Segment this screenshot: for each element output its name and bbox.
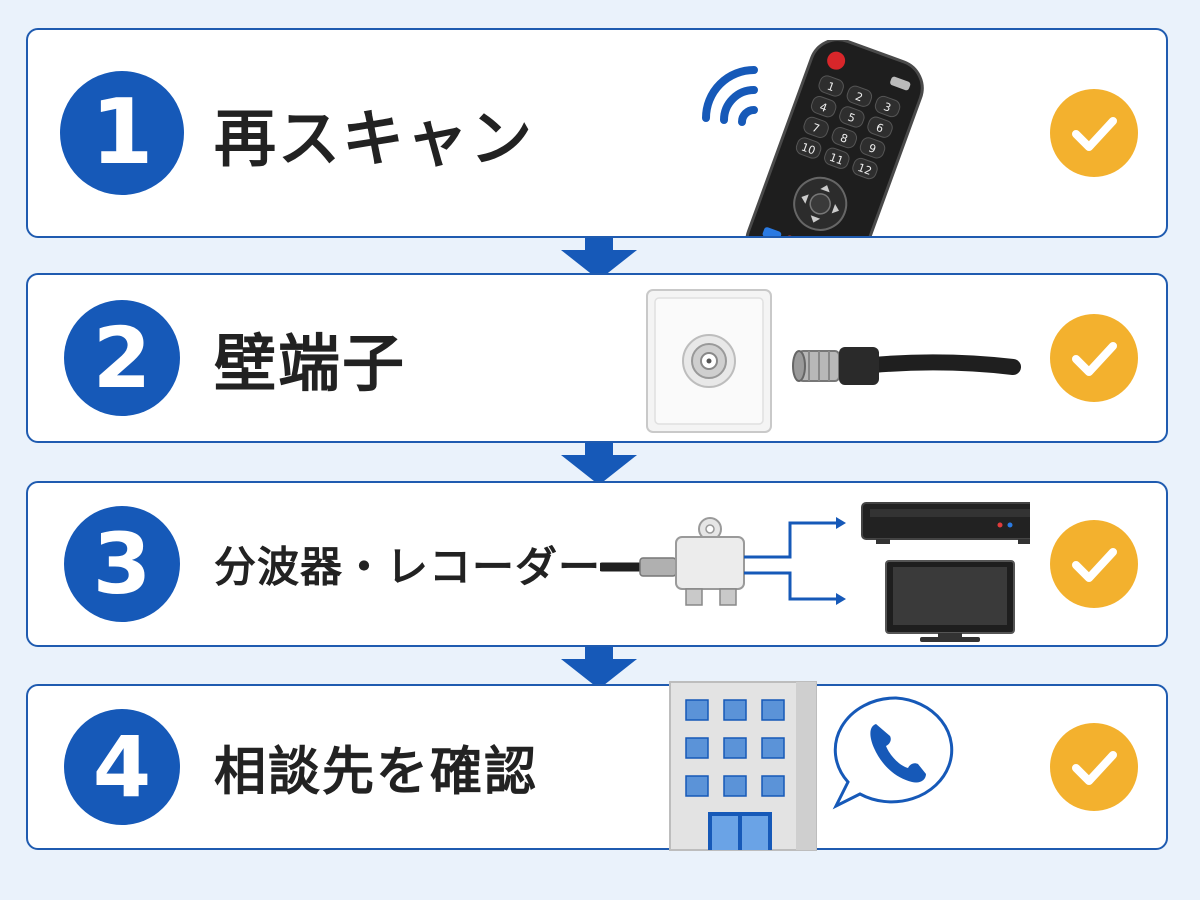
building-window [723, 775, 747, 797]
remote-key [818, 75, 844, 97]
step-number-badge: 3 [64, 506, 180, 622]
building-window [685, 737, 709, 759]
remote-key [867, 116, 893, 138]
remote-key-label: 9 [867, 142, 878, 157]
remote-key-label: 2 [854, 90, 865, 105]
building-window [723, 699, 747, 721]
step-card-3: 3 分波器・レコーダー [26, 481, 1168, 647]
remote-key-label: 12 [856, 161, 874, 178]
remote-key [874, 95, 901, 118]
building-phone-icon [669, 681, 954, 851]
down-arrow-icon [561, 443, 637, 485]
remote-key-label: 1 [825, 80, 836, 95]
remote-key [831, 126, 858, 149]
remote-key-label: 4 [818, 100, 829, 115]
remote-key [839, 106, 865, 128]
building-window [685, 699, 709, 721]
building-window [723, 737, 747, 759]
step-number-badge: 1 [60, 71, 184, 195]
remote-key [810, 96, 837, 118]
down-arrow-icon [561, 647, 637, 689]
building-window [761, 737, 785, 759]
remote-key-label: 5 [846, 111, 857, 126]
remote-key-label: 7 [810, 121, 821, 136]
building-window [761, 775, 785, 797]
step-number-badge: 2 [64, 300, 180, 416]
check-icon [1050, 520, 1138, 608]
step-number-badge: 4 [64, 709, 180, 825]
step-card-4: 4 相談先を確認 [26, 684, 1168, 850]
step-label: 相談先を確認 [214, 742, 539, 803]
check-icon [1050, 89, 1138, 177]
remote-key [859, 137, 886, 159]
remote-key [824, 147, 850, 169]
step-label: 壁端子 [214, 327, 407, 400]
check-icon [1050, 314, 1138, 402]
building-window [685, 775, 709, 797]
step-card-2: 2 壁端子 [26, 273, 1168, 443]
building-window [761, 699, 785, 721]
remote-key [803, 116, 829, 138]
remote-key-label: 3 [882, 100, 893, 115]
remote-key-label: 11 [828, 151, 846, 168]
remote-key-label: 8 [838, 131, 849, 146]
check-icon [1050, 723, 1138, 811]
down-arrow-icon [561, 238, 637, 280]
remote-key [795, 137, 822, 159]
remote-key-label: 6 [874, 121, 885, 136]
wall-antenna-outlet-icon [646, 289, 1021, 433]
remote-key [846, 85, 873, 107]
remote-key [852, 157, 878, 180]
step-label: 分波器・レコーダー [214, 542, 602, 592]
step-label: 再スキャン [214, 102, 535, 175]
remote-key-label: 10 [799, 140, 817, 157]
splitter-recorder-tv-icon [600, 502, 1030, 642]
